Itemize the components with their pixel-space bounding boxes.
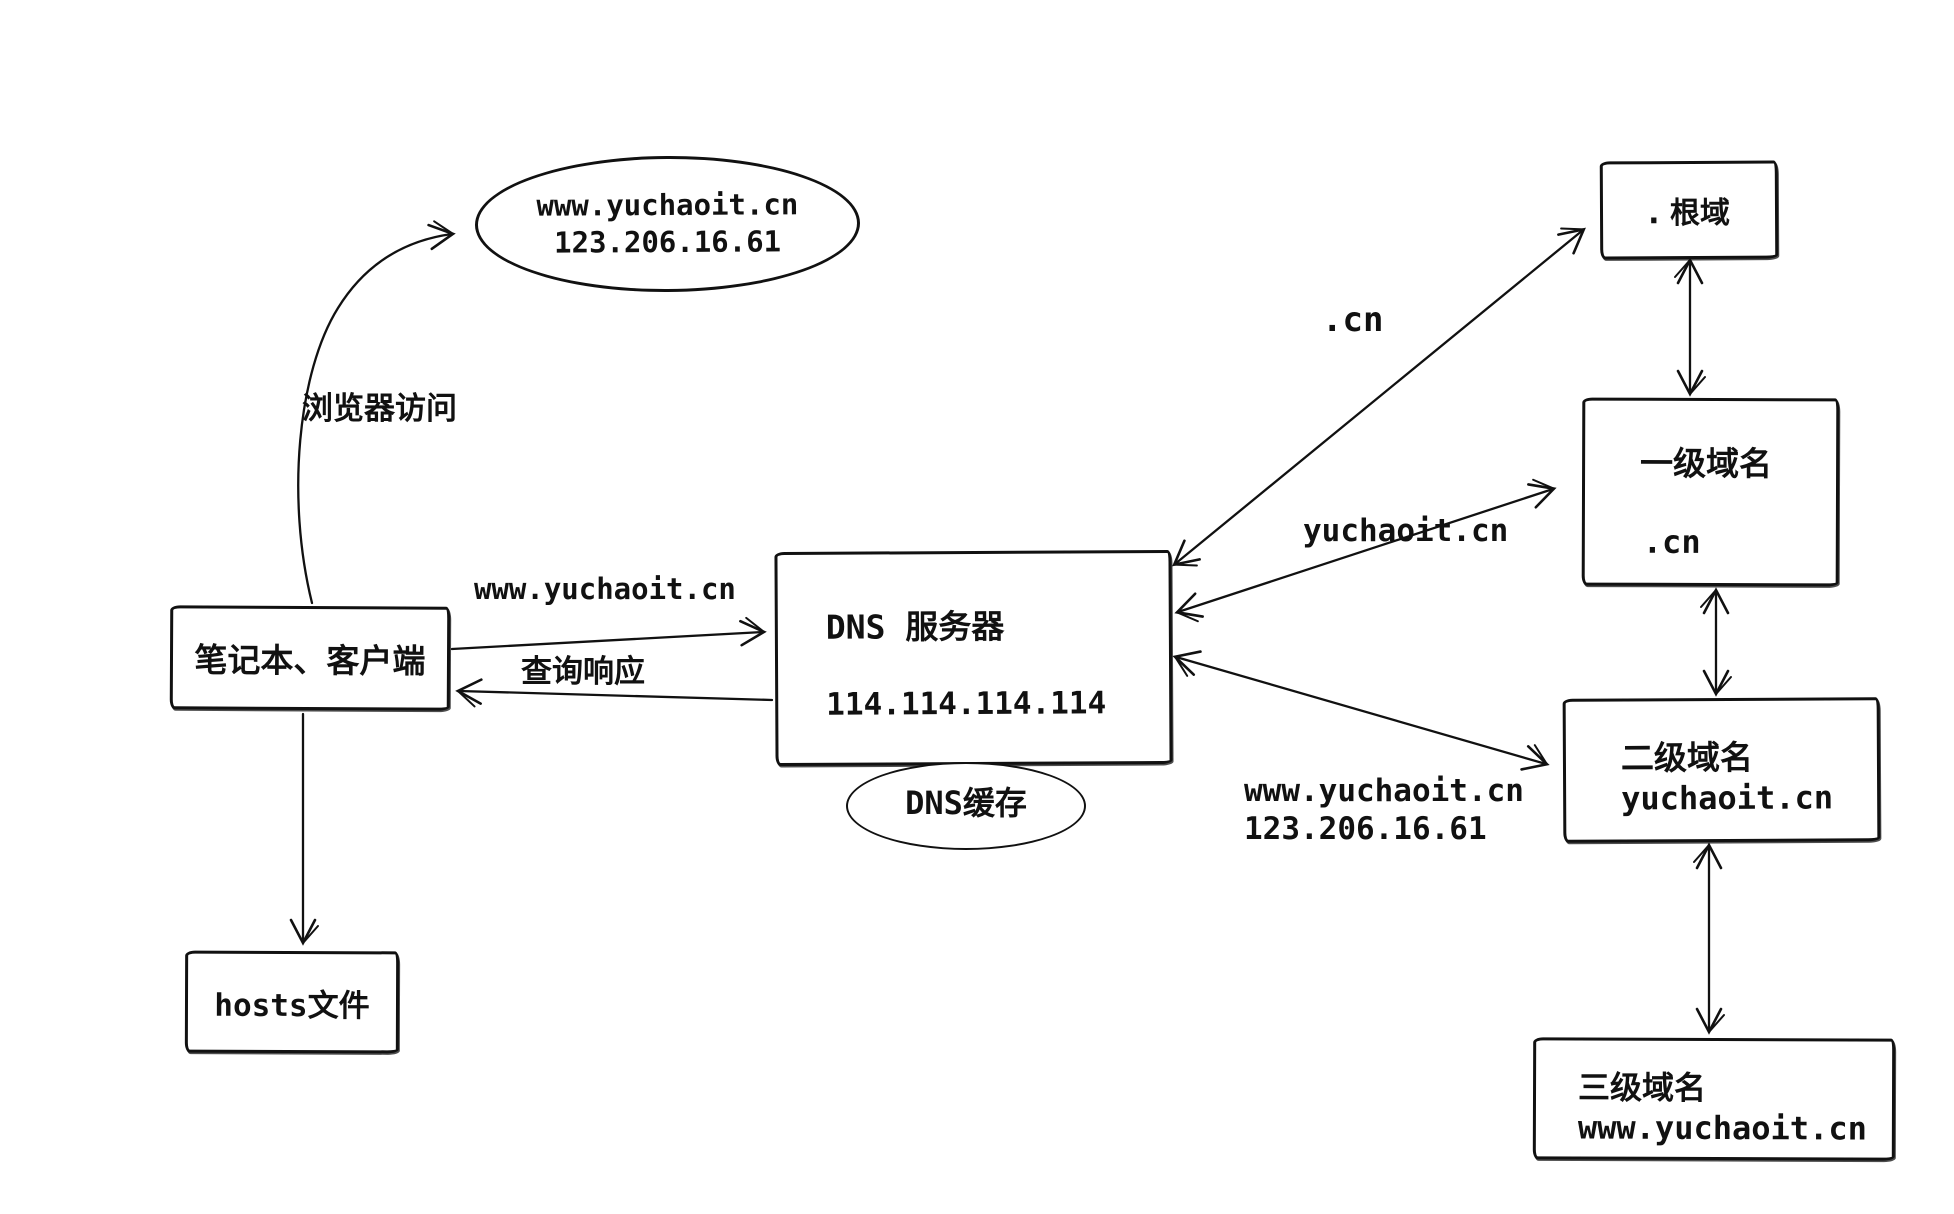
query-response-label: 查询响应 bbox=[521, 654, 645, 690]
level1-value: .cn bbox=[1642, 522, 1701, 561]
browser-access-label: 浏览器访问 bbox=[302, 391, 457, 427]
answer-domain-text: www.yuchaoit.cn bbox=[1244, 773, 1524, 809]
level1-title: 一级域名 bbox=[1640, 443, 1773, 484]
arrow-dns-level1 bbox=[1174, 478, 1557, 623]
hosts-label: hosts文件 bbox=[214, 987, 370, 1024]
dns-cache-node: DNS缓存 bbox=[846, 762, 1086, 850]
level1-domain-node: 一级域名 .cn bbox=[1581, 397, 1840, 587]
answer-edge-label: www.yuchaoit.cn 123.206.16.61 bbox=[1244, 772, 1524, 848]
arrow-dns-to-client bbox=[455, 678, 774, 708]
arrow-client-to-result bbox=[297, 220, 456, 605]
yuchaoit-edge-label: yuchaoit.cn bbox=[1303, 513, 1509, 549]
client-node: 笔记本、客户端 bbox=[169, 605, 451, 711]
arrow-client-to-dns bbox=[450, 616, 767, 651]
dns-server-node: DNS 服务器 114.114.114.114 bbox=[774, 549, 1173, 767]
result-ip-text: 123.206.16.61 bbox=[554, 224, 782, 260]
root-domain-label: . 根域 bbox=[1648, 195, 1731, 232]
level2-domain-node: 二级域名 yuchaoit.cn bbox=[1562, 697, 1881, 843]
query-domain-label: www.yuchaoit.cn bbox=[474, 572, 736, 606]
dns-cache-label: DNS缓存 bbox=[905, 784, 1027, 822]
root-domain-node: . 根域 bbox=[1599, 160, 1779, 260]
dns-server-title: DNS 服务器 bbox=[825, 606, 1005, 647]
level2-title: 二级域名 bbox=[1620, 737, 1754, 778]
hosts-node: hosts文件 bbox=[184, 950, 400, 1054]
level3-value: www.yuchaoit.cn bbox=[1577, 1108, 1867, 1148]
level3-domain-node: 三级域名 www.yuchaoit.cn bbox=[1532, 1037, 1896, 1161]
level3-title: 三级域名 bbox=[1577, 1068, 1707, 1107]
cn-edge-label: .cn bbox=[1322, 300, 1384, 340]
level2-value: yuchaoit.cn bbox=[1621, 778, 1834, 818]
dns-server-ip: 114.114.114.114 bbox=[826, 685, 1107, 723]
answer-ip-text: 123.206.16.61 bbox=[1244, 811, 1487, 847]
result-domain-text: www.yuchaoit.cn bbox=[536, 187, 799, 223]
client-label: 笔记本、客户端 bbox=[194, 640, 426, 681]
arrow-dns-level2 bbox=[1172, 650, 1550, 771]
